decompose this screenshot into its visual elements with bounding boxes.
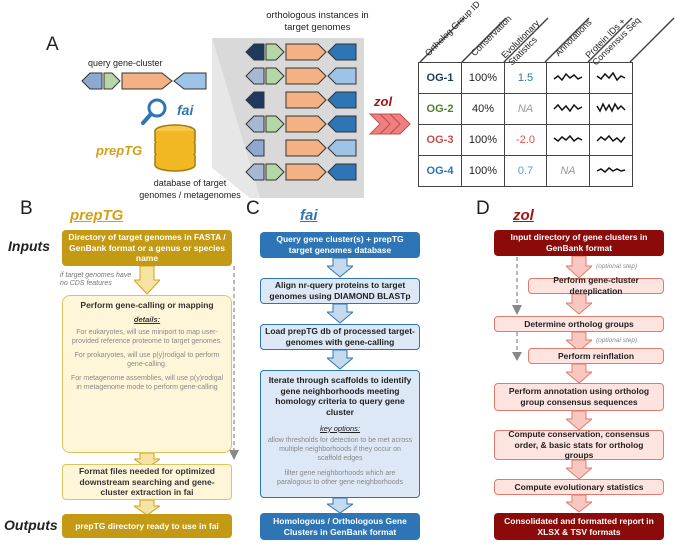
protein-cell — [589, 62, 633, 94]
inputs-label: Inputs — [8, 238, 50, 254]
chevron-arrows-icon — [368, 113, 411, 135]
og-id-cell: OG-4 — [418, 155, 462, 187]
evo-cell: -2.0 — [504, 124, 547, 156]
conservation-cell: 100% — [461, 155, 505, 187]
outputs-label: Outputs — [4, 517, 58, 533]
table-row: OG-4 100% 0.7 NA — [418, 155, 633, 187]
preptg-label: prepTG — [96, 143, 143, 158]
arrow-d7 — [566, 495, 592, 513]
gene-calling-box: Perform gene-calling or mapping details:… — [62, 295, 232, 453]
key-option: allow thresholds for detection to be met… — [267, 436, 413, 462]
annotation-cell — [546, 124, 590, 156]
panel-b-title: prepTG — [70, 207, 124, 224]
protein-cell — [589, 124, 633, 156]
database-label: database of target genomes / metagenomes — [139, 178, 241, 200]
zol-output-box: Consolidated and formatted report in XLS… — [494, 513, 664, 540]
zol-label: zol — [374, 94, 393, 109]
arrow-d4 — [566, 364, 592, 384]
conservation-cell: 100% — [461, 124, 505, 156]
arrow-b1 — [134, 266, 160, 295]
table-row: OG-2 40% NA — [418, 93, 633, 125]
annotation-cell — [546, 62, 590, 94]
optional-step-label: (optional step) — [596, 337, 638, 344]
fai-input-box: Query gene cluster(s) + prepTG target ge… — [260, 232, 420, 258]
evo-cell: 1.5 — [504, 62, 547, 94]
dashed-skip-line-2 — [512, 332, 522, 361]
preptg-input-box: Directory of target genomes in FASTA / G… — [62, 230, 232, 266]
conservation-cell: 100% — [461, 62, 505, 94]
panel-c-label: C — [246, 198, 260, 219]
orthologous-label: orthologous instances in target genomes — [266, 10, 369, 34]
arrow-b3 — [134, 500, 160, 516]
conservation-cell: 40% — [461, 93, 505, 125]
og-id-cell: OG-1 — [418, 62, 462, 94]
optional-step-label: (optional step) — [596, 263, 638, 270]
annotation-cell: NA — [546, 155, 590, 187]
arrow-c2 — [327, 304, 353, 324]
detail-item: For prokaryotes, will use p(y)rodigal to… — [74, 352, 220, 369]
table-row: OG-1 100% 1.5 — [418, 62, 633, 94]
panel-c-title: fai — [300, 207, 318, 224]
details-label: details: — [133, 315, 161, 324]
arrow-c3 — [327, 350, 353, 370]
query-gene-cluster-arrows — [81, 72, 207, 90]
dashed-skip-line-1 — [512, 257, 522, 315]
ortholog-groups-box: Determine ortholog groups — [494, 316, 664, 332]
orthologous-instances-panel — [212, 38, 364, 198]
cds-note: if target genomes have no CDS features — [60, 272, 132, 288]
annotation-box: Perform annotation using ortholog group … — [494, 383, 664, 411]
iterate-title: Iterate through scaffolds to identify ge… — [268, 375, 412, 417]
arrow-d1 — [566, 256, 592, 279]
detail-item: For eukaryotes, will use miniport to map… — [71, 329, 223, 346]
evo-cell: 0.7 — [504, 155, 547, 187]
panel-b-label: B — [20, 198, 33, 219]
fai-output-box: Homologous / Orthologous Gene Clusters i… — [260, 513, 420, 540]
evo-cell: NA — [504, 93, 547, 125]
arrow-d5 — [566, 411, 592, 431]
fai-label: fai — [177, 102, 194, 118]
format-files-box: Format files needed for optimized downst… — [62, 464, 232, 500]
arrow-d2 — [566, 294, 592, 315]
arrow-c4 — [327, 498, 353, 514]
protein-cell — [589, 93, 633, 125]
load-db-box: Load prepTG db of processed target-genom… — [260, 324, 420, 350]
panel-d-label: D — [476, 198, 490, 219]
evolutionary-stats-box: Compute evolutionary statistics — [494, 479, 664, 495]
dashed-skip-line — [229, 266, 239, 460]
query-label: query gene-cluster — [88, 58, 163, 68]
arrow-d3 — [566, 332, 592, 352]
og-table-header-frame: Ortholog Group ID Conservation Evolution… — [418, 0, 688, 67]
key-options-label: key options: — [319, 423, 361, 433]
gene-calling-title: Perform gene-calling or mapping — [80, 300, 214, 310]
panel-d-title: zol — [513, 207, 534, 224]
zol-input-box: Input directory of gene clusters in GenB… — [494, 230, 664, 256]
magnifier-icon — [141, 98, 167, 125]
detail-item: For metagenome assemblies, will use p(y)… — [70, 375, 224, 392]
key-option: filter gene neighborhoods which are para… — [276, 469, 404, 486]
protein-cell — [589, 155, 633, 187]
og-table: OG-1 100% 1.5 OG-2 40% NA OG-3 100% -2.0… — [418, 62, 633, 187]
og-id-cell: OG-3 — [418, 124, 462, 156]
arrow-d6 — [566, 460, 592, 480]
preptg-output-box: prepTG directory ready to use in fai — [62, 514, 232, 538]
conservation-stats-box: Compute conservation, consensus order, &… — [494, 429, 664, 460]
panel-a-label: A — [46, 34, 59, 55]
reinflation-box: Perform reinflation — [528, 348, 664, 364]
dereplication-box: Perform gene-cluster dereplication — [528, 275, 664, 296]
align-box: Align nr-query proteins to target genome… — [260, 278, 420, 304]
og-id-cell: OG-2 — [418, 93, 462, 125]
iterate-box: Iterate through scaffolds to identify ge… — [260, 370, 420, 498]
annotation-cell — [546, 93, 590, 125]
database-icon — [154, 124, 196, 172]
arrow-b2 — [134, 453, 160, 469]
arrow-c1 — [327, 258, 353, 278]
table-row: OG-3 100% -2.0 — [418, 124, 633, 156]
